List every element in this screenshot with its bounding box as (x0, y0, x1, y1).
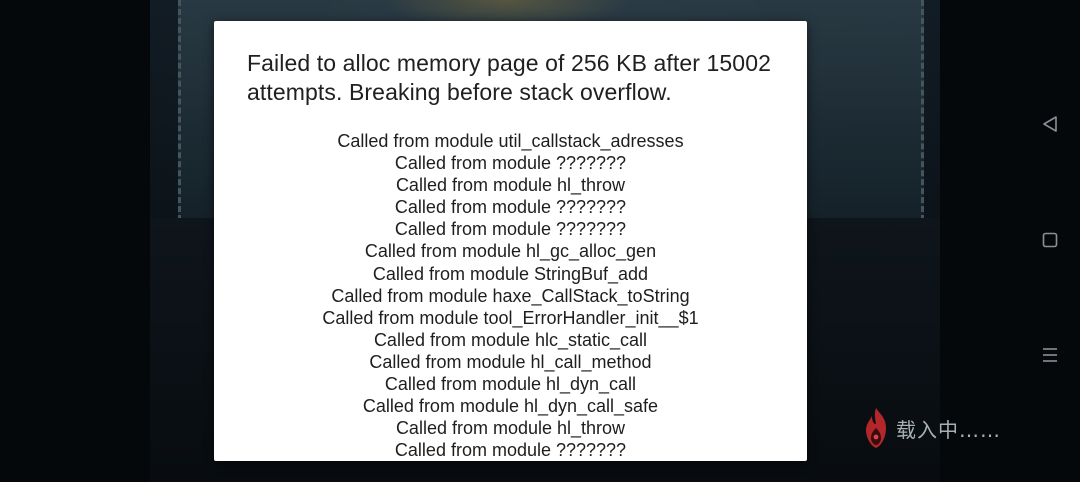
loading-text: 载入中…… (896, 417, 1001, 442)
callstack-line: Called from module hl_dyn_call (384, 374, 637, 395)
error-dialog: Failed to alloc memory page of 256 KB af… (214, 21, 807, 461)
menu-button[interactable] (1038, 343, 1062, 367)
android-nav-bar (1020, 0, 1080, 482)
callstack-line: Called from module hl_throw (395, 175, 626, 196)
back-button[interactable] (1038, 112, 1062, 136)
callstack-line: Called from module StringBuf_add (372, 263, 649, 284)
callstack-list: Called from module util_callstack_adress… (214, 130, 807, 461)
home-square-icon (1042, 232, 1058, 248)
callstack-line: Called from module ??????? (394, 219, 627, 240)
callstack-line: Called from module ??????? (394, 153, 627, 174)
home-button[interactable] (1038, 228, 1062, 252)
callstack-line: Called from module hlc_static_call (373, 329, 648, 350)
callstack-line: Called from module hl_call_method (369, 351, 652, 372)
back-triangle-icon (1043, 116, 1057, 132)
flame-icon (866, 408, 886, 448)
callstack-line: Called from module ??????? (394, 197, 627, 218)
callstack-line: Called from module hl_dyn_call_safe (362, 396, 659, 417)
callstack-line: Called from module tool_ErrorHandler_ini… (322, 307, 699, 328)
callstack-line: Called from module hl_gc_alloc_gen (364, 241, 657, 262)
callstack-line: Called from module util_callstack_adress… (337, 131, 684, 151)
callstack-line: Called from module haxe_CallStack_toStri… (331, 285, 690, 306)
menu-lines-icon (1043, 348, 1057, 362)
callstack-line: Called from module hl_throw (395, 418, 626, 439)
error-message: Failed to alloc memory page of 256 KB af… (247, 50, 771, 105)
loading-indicator: 载入中…… (862, 404, 1001, 452)
callstack-line: Called from module ??????? (394, 440, 627, 461)
